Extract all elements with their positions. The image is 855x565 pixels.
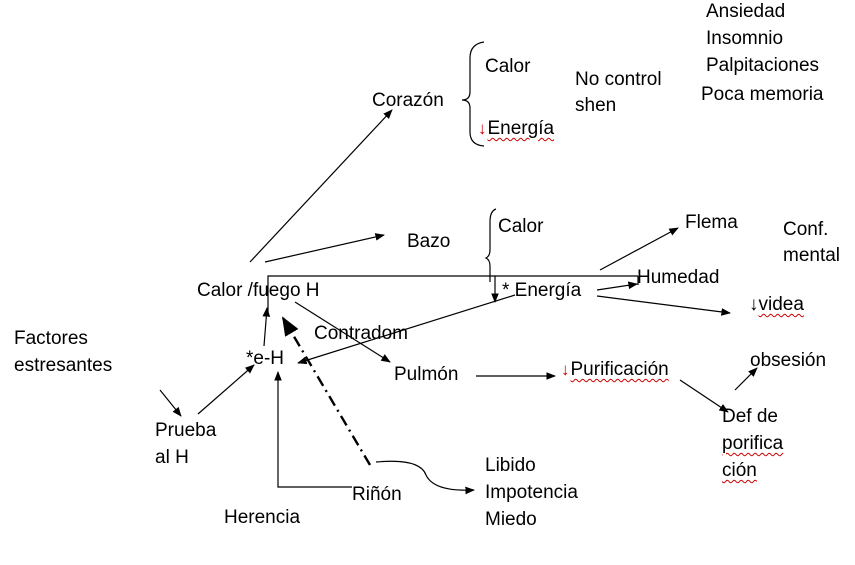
node-calor-fuego: Calor /fuego H — [197, 280, 320, 301]
symptom-insomnio: Insomnio — [706, 28, 784, 49]
dashdot-rinon-to-eh — [281, 316, 372, 466]
down-arrow-icon: ↓ — [561, 360, 570, 379]
node-mental: mental — [783, 245, 841, 266]
arrow-def-to-obsesion — [734, 367, 758, 391]
node-pulmon: Pulmón — [394, 364, 459, 385]
porifica-label: porifica — [722, 433, 784, 454]
node-estresantes: estresantes — [14, 355, 113, 376]
corazon-energia-label: Energía — [487, 118, 555, 139]
node-purificacion: ↓Purificación — [561, 356, 669, 383]
node-bazo: Bazo — [407, 231, 451, 252]
node-corazon-calor: Calor — [485, 56, 531, 77]
node-no-control: No control — [575, 69, 662, 90]
arrow-calor-to-bazo — [264, 233, 385, 263]
node-eh: *e-H — [246, 348, 285, 369]
arrow-energia-to-humedad — [596, 281, 638, 291]
cion-label: ción — [722, 460, 757, 481]
node-porifica: porifica — [722, 430, 783, 457]
node-cion: ción — [722, 457, 757, 484]
node-factores: Factores — [14, 328, 88, 349]
purificacion-label: Purificación — [570, 359, 669, 380]
arrow-factores-to-prueba — [159, 389, 182, 417]
arrow-calor-to-pulmon — [294, 301, 391, 363]
node-humedad: Humedad — [637, 267, 720, 288]
node-corazon: Corazón — [372, 90, 444, 111]
node-al-h: al H — [155, 447, 189, 468]
bazo-brace — [484, 208, 497, 282]
node-herencia: Herencia — [224, 507, 301, 528]
videa-label: videa — [758, 294, 804, 315]
arrow-rinon-to-eh — [274, 371, 352, 488]
arrow-purificacion-to-def — [679, 379, 729, 413]
arrow-energia-to-videa — [596, 295, 731, 316]
symptom-ansiedad: Ansiedad — [706, 1, 786, 22]
node-flema: Flema — [685, 212, 738, 233]
arrow-rinon-to-libido — [375, 460, 475, 495]
node-impotencia: Impotencia — [485, 482, 578, 503]
node-shen: shen — [575, 95, 617, 116]
node-corazon-energia: ↓Energía — [478, 115, 554, 142]
node-rinon: Riñón — [352, 484, 402, 505]
down-arrow-icon: ↓ — [749, 294, 759, 315]
node-videa: ↓videa — [749, 291, 804, 318]
node-conf: Conf. — [783, 219, 829, 240]
arrow-calor-to-corazon — [249, 109, 393, 263]
node-energia: * Energía — [502, 280, 582, 301]
node-miedo: Miedo — [485, 509, 537, 530]
arrow-energia-to-flema — [599, 227, 679, 271]
line-calor-box — [267, 275, 638, 312]
down-arrow-icon: ↓ — [478, 119, 487, 138]
arrow-prueba-to-eh — [197, 364, 255, 415]
node-def-de: Def de — [722, 406, 778, 427]
node-prueba: Prueba — [155, 420, 217, 441]
arrow-eh-to-calor — [262, 307, 271, 347]
node-contradom: Contradom — [314, 323, 408, 344]
node-bazo-calor: Calor — [498, 216, 544, 237]
node-obsesion: obsesión — [750, 350, 827, 371]
arrow-energia-to-eh — [297, 294, 516, 365]
symptom-poca-memoria: Poca memoria — [701, 84, 824, 105]
corazon-brace — [461, 41, 485, 147]
symptom-palpitaciones: Palpitaciones — [706, 55, 820, 76]
node-libido: Libido — [485, 455, 536, 476]
